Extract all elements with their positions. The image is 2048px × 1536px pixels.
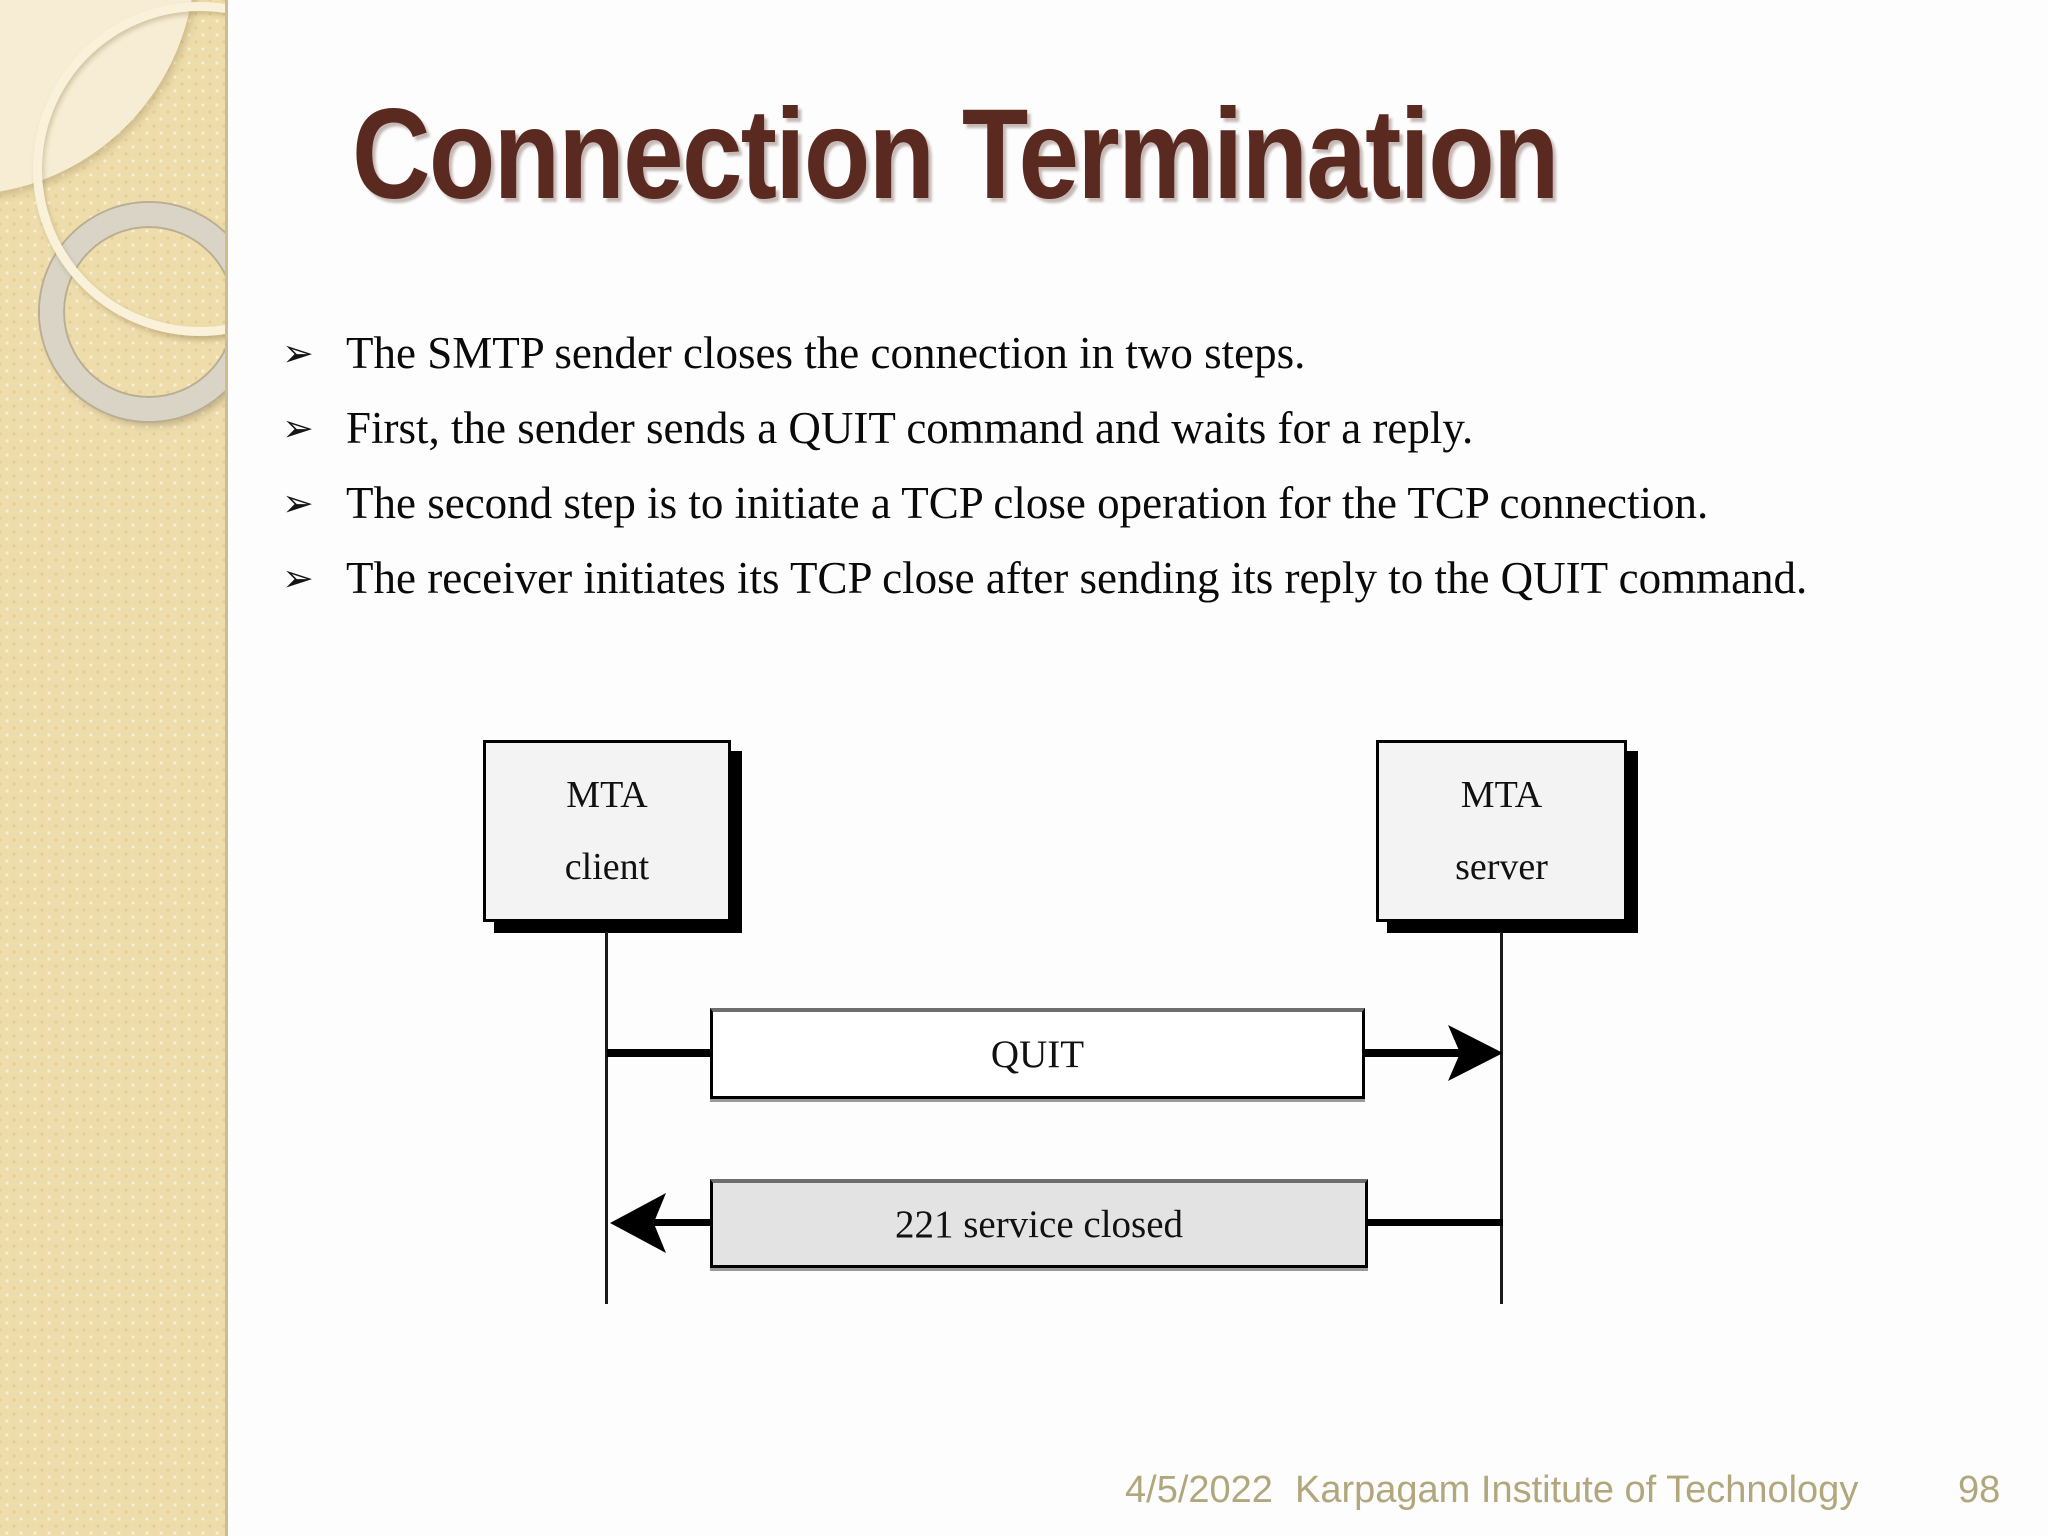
service-closed-message-box: 221 service closed xyxy=(710,1179,1368,1268)
footer-institution: Karpagam Institute of Technology xyxy=(1295,1469,1859,1511)
bullet-item: ➢ The SMTP sender closes the connection … xyxy=(282,316,1892,391)
quit-arrow-stem-left xyxy=(607,1049,710,1057)
mta-client-label-line2: client xyxy=(564,846,650,888)
bullet-arrow-icon: ➢ xyxy=(282,406,314,450)
closed-arrow-stem-left xyxy=(654,1219,710,1226)
bullet-text: The second step is to initiate a TCP clo… xyxy=(346,478,1709,528)
footer-date: 4/5/2022 xyxy=(1125,1469,1273,1511)
closed-arrow-stem-right xyxy=(1368,1219,1503,1226)
bullet-text: The receiver initiates its TCP close aft… xyxy=(346,553,1808,603)
bullet-arrow-icon: ➢ xyxy=(282,331,314,375)
quit-arrow-stem-right xyxy=(1365,1049,1462,1057)
mta-server-box: MTA server xyxy=(1376,740,1627,922)
client-lifeline xyxy=(605,932,608,1304)
bullet-item: ➢ The receiver initiates its TCP close a… xyxy=(282,541,1892,616)
bullet-text: First, the sender sends a QUIT command a… xyxy=(346,403,1474,453)
quit-message-label: QUIT xyxy=(990,1032,1085,1076)
slide-title: Connection Termination xyxy=(352,83,1559,226)
server-lifeline xyxy=(1500,932,1503,1304)
bullet-item: ➢ First, the sender sends a QUIT command… xyxy=(282,391,1892,466)
mta-client-label-line1: MTA xyxy=(566,774,648,816)
bullet-item: ➢ The second step is to initiate a TCP c… xyxy=(282,466,1892,541)
mta-server-label-line1: MTA xyxy=(1460,774,1543,816)
service-closed-message-label: 221 service closed xyxy=(894,1202,1184,1246)
bullet-arrow-icon: ➢ xyxy=(282,556,314,600)
footer-page-number: 98 xyxy=(1958,1469,2001,1511)
mta-client-box: MTA client xyxy=(483,740,731,922)
bullet-arrow-icon: ➢ xyxy=(282,481,314,525)
bullet-list: ➢ The SMTP sender closes the connection … xyxy=(282,316,1892,616)
bullet-text: The SMTP sender closes the connection in… xyxy=(346,328,1306,378)
mta-server-label-line2: server xyxy=(1455,846,1548,888)
quit-message-box: QUIT xyxy=(710,1008,1365,1099)
sidebar-decoration xyxy=(0,0,228,1536)
